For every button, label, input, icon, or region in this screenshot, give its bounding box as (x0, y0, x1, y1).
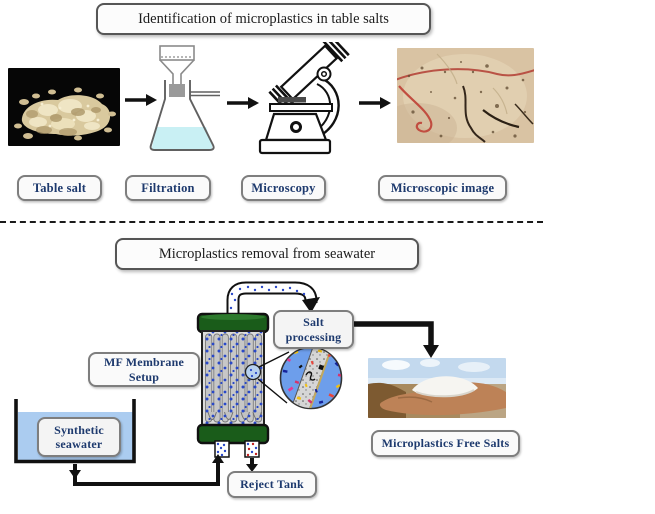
table-salt-label: Table salt (17, 175, 102, 201)
synthetic-seawater-text: Synthetic seawater (54, 422, 104, 451)
microscope-illustration (258, 42, 350, 155)
salt-processing-label: Salt processing (273, 310, 354, 349)
top-section-title-text: Identification of microplastics in table… (138, 10, 389, 27)
section-divider (0, 221, 543, 223)
salt-hand-photo (368, 358, 506, 418)
microplastics-free-salts-text: Microplastics Free Salts (381, 436, 510, 451)
arrow-salt-to-filtration (125, 94, 157, 106)
salt-processing-connector-arrow (350, 321, 439, 358)
mf-membrane-setup-text: MF Membrane Setup (103, 355, 185, 384)
synthetic-seawater-label: Synthetic seawater (37, 417, 121, 457)
mf-membrane-column (196, 312, 270, 458)
reject-tank-text: Reject Tank (240, 477, 304, 492)
tank-walls (14, 399, 136, 464)
filtration-flask-illustration (149, 45, 220, 151)
mf-membrane-setup-label: MF Membrane Setup (88, 352, 200, 387)
top-section-title: Identification of microplastics in table… (96, 3, 431, 35)
focus-knob (316, 66, 332, 82)
microscopic-image-label-text: Microscopic image (390, 180, 495, 195)
zoom-source-circle (244, 363, 262, 381)
specimen-slide (278, 97, 306, 103)
hand-shape (379, 382, 506, 416)
reject-tank-label: Reject Tank (227, 471, 317, 498)
filtration-label-text: Filtration (141, 180, 195, 195)
microscopic-fibers-illustration (397, 48, 534, 143)
pipe-arrowhead (302, 297, 320, 313)
microscopic-image-label: Microscopic image (378, 175, 507, 201)
bottom-section-title: Microplastics removal from seawater (115, 238, 419, 270)
salt-pile-shape (412, 376, 478, 397)
microplastic-specks (407, 61, 527, 138)
feed-flow-arrow (69, 454, 224, 486)
bottom-section-title-text: Microplastics removal from seawater (158, 245, 376, 262)
pipe-particles (229, 285, 311, 310)
permeate-pipe-arrow (226, 281, 320, 318)
microscopy-label-text: Microscopy (251, 180, 316, 195)
magnified-membrane-view (244, 346, 343, 410)
removal-process-diagram (14, 281, 439, 486)
column-bottom-cap (196, 423, 270, 445)
microplastics-free-salts-label: Microplastics Free Salts (371, 430, 520, 457)
erlenmeyer-flask (149, 80, 220, 151)
vacuum-funnel (159, 45, 195, 84)
arrow-microscopy-to-image (359, 97, 391, 109)
filtration-label: Filtration (125, 175, 211, 201)
microscope-stage (269, 103, 333, 112)
salt-processing-text: Salt processing (285, 315, 342, 344)
reject-flow-arrow (246, 458, 258, 472)
salt-hand-illustration (368, 358, 506, 418)
microscopy-label: Microscopy (241, 175, 326, 201)
salt-pile-illustration (14, 87, 116, 141)
table-salt-label-text: Table salt (32, 180, 87, 195)
microscope-foot (258, 138, 332, 155)
table-salt-photo (8, 68, 120, 146)
microscopic-image-photo (397, 48, 534, 143)
arrow-filtration-to-microscopy (227, 97, 259, 109)
